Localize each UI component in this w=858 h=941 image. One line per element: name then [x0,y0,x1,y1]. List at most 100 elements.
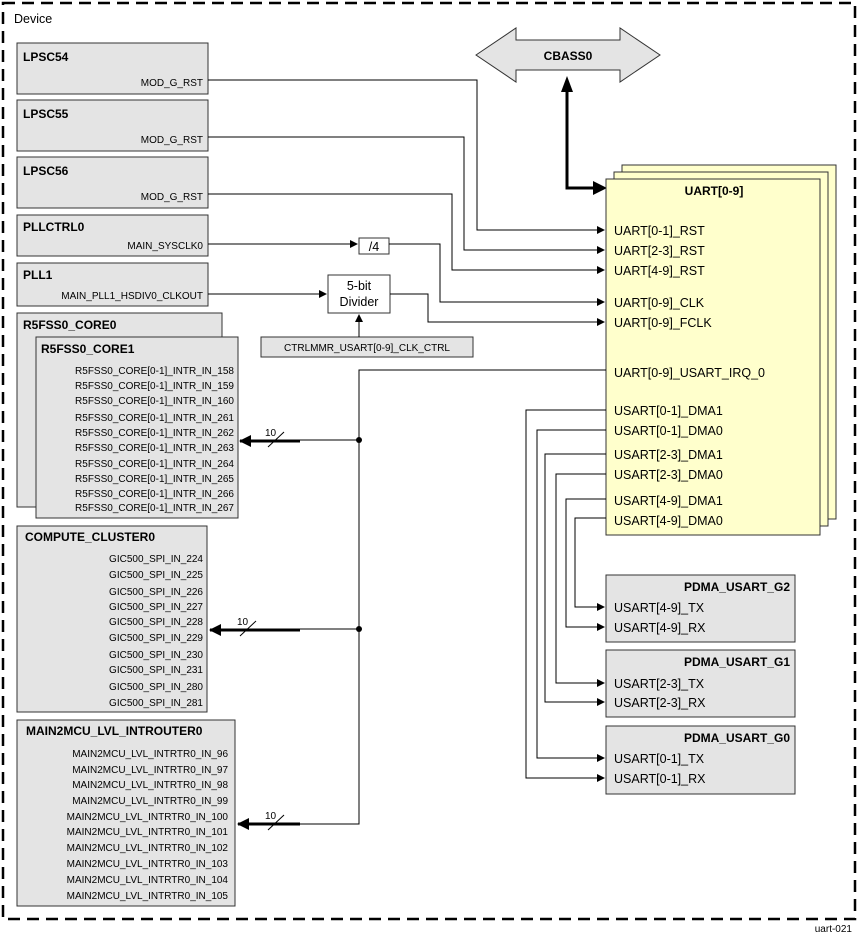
dma23-0-line [555,473,606,687]
lpsc54-port: MOD_G_RST [141,78,203,89]
port-usart01-dma1: USART[0-1]_DMA1 [614,404,723,418]
r5-port: R5FSS0_CORE[0-1]_INTR_IN_264 [75,459,234,470]
lpsc54-title: LPSC54 [23,50,69,64]
main2mcu-port: MAIN2MCU_LVL_INTRTR0_IN_99 [72,796,228,807]
port-uart01-rst: UART[0-1]_RST [614,224,705,238]
compute-cluster0-block: COMPUTE_CLUSTER0 GIC500_SPI_IN_224 GIC50… [16,525,208,713]
port-uart-clk: UART[0-9]_CLK [614,296,705,310]
bus-width-label: 10 [265,428,277,439]
lpsc55-port: MOD_G_RST [141,135,203,146]
port-usart23-dma1: USART[2-3]_DMA1 [614,448,723,462]
ctrlmmr-label: CTRLMMR_USART[0-9]_CLK_CTRL [284,343,450,354]
bus-width-marker-r5: 10 [265,428,285,448]
main2mcu-port: MAIN2MCU_LVL_INTRTR0_IN_103 [67,859,229,870]
port-uart23-rst: UART[2-3]_RST [614,244,705,258]
r5fss0-core1-block: R5FSS0_CORE1 R5FSS0_CORE[0-1]_INTR_IN_15… [35,336,239,519]
gic-port: GIC500_SPI_IN_281 [109,698,203,709]
pll1-port: MAIN_PLL1_HSDIV0_CLKOUT [61,291,203,302]
fclk-line [390,293,605,326]
junction-dot [356,626,362,632]
device-boundary [1,1,857,921]
lpsc55-title: LPSC55 [23,107,69,121]
bus-width-marker-main2mcu: 10 [265,811,285,831]
gic-port: GIC500_SPI_IN_226 [109,587,203,598]
r5fss0-core1-title: R5FSS0_CORE1 [41,342,135,356]
pdma-g0-title: PDMA_USART_G0 [684,731,790,745]
pdma-g0-rx: USART[0-1]_RX [614,772,706,786]
device-label: Device [14,12,52,26]
uart-block: UART[0-9] UART[0-1]_RST UART[2-3]_RST UA… [605,164,837,536]
port-uart49-rst: UART[4-9]_RST [614,264,705,278]
lpsc55-block: LPSC55 MOD_G_RST [16,99,209,152]
port-uart-fclk: UART[0-9]_FCLK [614,316,712,330]
pll1-title: PLL1 [23,268,53,282]
port-usart01-dma0: USART[0-1]_DMA0 [614,424,723,438]
gic-port: GIC500_SPI_IN_229 [109,633,203,644]
r5-port: R5FSS0_CORE[0-1]_INTR_IN_159 [75,381,234,392]
cbass0-bus: CBASS0 [475,27,661,83]
r5-port: R5FSS0_CORE[0-1]_INTR_IN_160 [75,396,234,407]
main2mcu-port: MAIN2MCU_LVL_INTRTR0_IN_97 [72,765,228,776]
pdma-usart-g1-block: PDMA_USART_G1 USART[2-3]_TX USART[2-3]_R… [605,649,796,718]
bus-width-marker-compute: 10 [237,617,257,637]
port-usart23-dma0: USART[2-3]_DMA0 [614,468,723,482]
pdma-usart-g0-block: PDMA_USART_G0 USART[0-1]_TX USART[0-1]_R… [605,725,796,795]
pdma-g1-rx: USART[2-3]_RX [614,696,706,710]
pll1-block: PLL1 MAIN_PLL1_HSDIV0_CLKOUT [16,262,209,307]
r5-port: R5FSS0_CORE[0-1]_INTR_IN_262 [75,428,234,439]
main2mcu-port: MAIN2MCU_LVL_INTRTR0_IN_102 [67,843,229,854]
dma01-0-line [536,429,606,762]
gic-port: GIC500_SPI_IN_225 [109,570,203,581]
port-uart-irq: UART[0-9]_USART_IRQ_0 [614,366,765,380]
pdma-g0-tx: USART[0-1]_TX [614,752,705,766]
uart-title: UART[0-9] [685,184,744,198]
main2mcu-introuter-block: MAIN2MCU_LVL_INTROUTER0 MAIN2MCU_LVL_INT… [16,719,236,907]
pdma-g1-title: PDMA_USART_G1 [684,655,790,669]
port-usart49-dma0: USART[4-9]_DMA0 [614,514,723,528]
dma49-1-line [565,498,606,631]
pllctrl0-title: PLLCTRL0 [23,220,85,234]
gic-port: GIC500_SPI_IN_231 [109,665,203,676]
cbass0-label: CBASS0 [544,49,593,63]
junction-dot [356,437,362,443]
dma23-1-line [544,453,606,706]
main2mcu-port: MAIN2MCU_LVL_INTRTR0_IN_101 [67,827,229,838]
lpsc56-block: LPSC56 MOD_G_RST [16,156,209,209]
gic-port: GIC500_SPI_IN_227 [109,602,203,613]
gic-port: GIC500_SPI_IN_224 [109,554,203,565]
clk-line [389,243,605,306]
pllctrl0-port: MAIN_SYSCLK0 [127,241,203,252]
divider-line2: Divider [340,295,379,309]
five-bit-divider-block: 5-bit Divider [327,274,391,314]
pdma-usart-g2-block: PDMA_USART_G2 USART[4-9]_TX USART[4-9]_R… [605,574,796,643]
pllctrl0-block: PLLCTRL0 MAIN_SYSCLK0 [16,214,209,257]
rst-line-lpsc56 [208,193,605,274]
main2mcu-port: MAIN2MCU_LVL_INTRTR0_IN_96 [72,749,228,760]
lpsc56-title: LPSC56 [23,164,69,178]
divider-line1: 5-bit [347,279,372,293]
r5-port: R5FSS0_CORE[0-1]_INTR_IN_158 [75,366,234,377]
bus-width-label: 10 [265,811,277,822]
compute-cluster0-title: COMPUTE_CLUSTER0 [25,530,155,544]
dma01-1-line [525,409,606,782]
r5-port: R5FSS0_CORE[0-1]_INTR_IN_266 [75,489,234,500]
r5-port: R5FSS0_CORE[0-1]_INTR_IN_261 [75,413,234,424]
main2mcu-port: MAIN2MCU_LVL_INTRTR0_IN_104 [67,875,229,886]
main2mcu-port: MAIN2MCU_LVL_INTRTR0_IN_98 [72,780,228,791]
ctrlmmr-block: CTRLMMR_USART[0-9]_CLK_CTRL [260,336,474,358]
pdma-g2-tx: USART[4-9]_TX [614,601,705,615]
gic-port: GIC500_SPI_IN_230 [109,650,203,661]
cbass-uart-link [561,76,607,195]
dma49-0-line [574,517,606,611]
div4-block: /4 [358,237,390,255]
rst-line-lpsc55 [208,136,605,254]
r5fss0-core0-title: R5FSS0_CORE0 [23,318,117,332]
gic-port: GIC500_SPI_IN_228 [109,617,203,628]
pdma-g1-tx: USART[2-3]_TX [614,677,705,691]
r5-port: R5FSS0_CORE[0-1]_INTR_IN_267 [75,503,234,514]
div4-label: /4 [369,240,379,254]
main2mcu-port: MAIN2MCU_LVL_INTRTR0_IN_105 [67,891,229,902]
r5-port: R5FSS0_CORE[0-1]_INTR_IN_263 [75,443,234,454]
